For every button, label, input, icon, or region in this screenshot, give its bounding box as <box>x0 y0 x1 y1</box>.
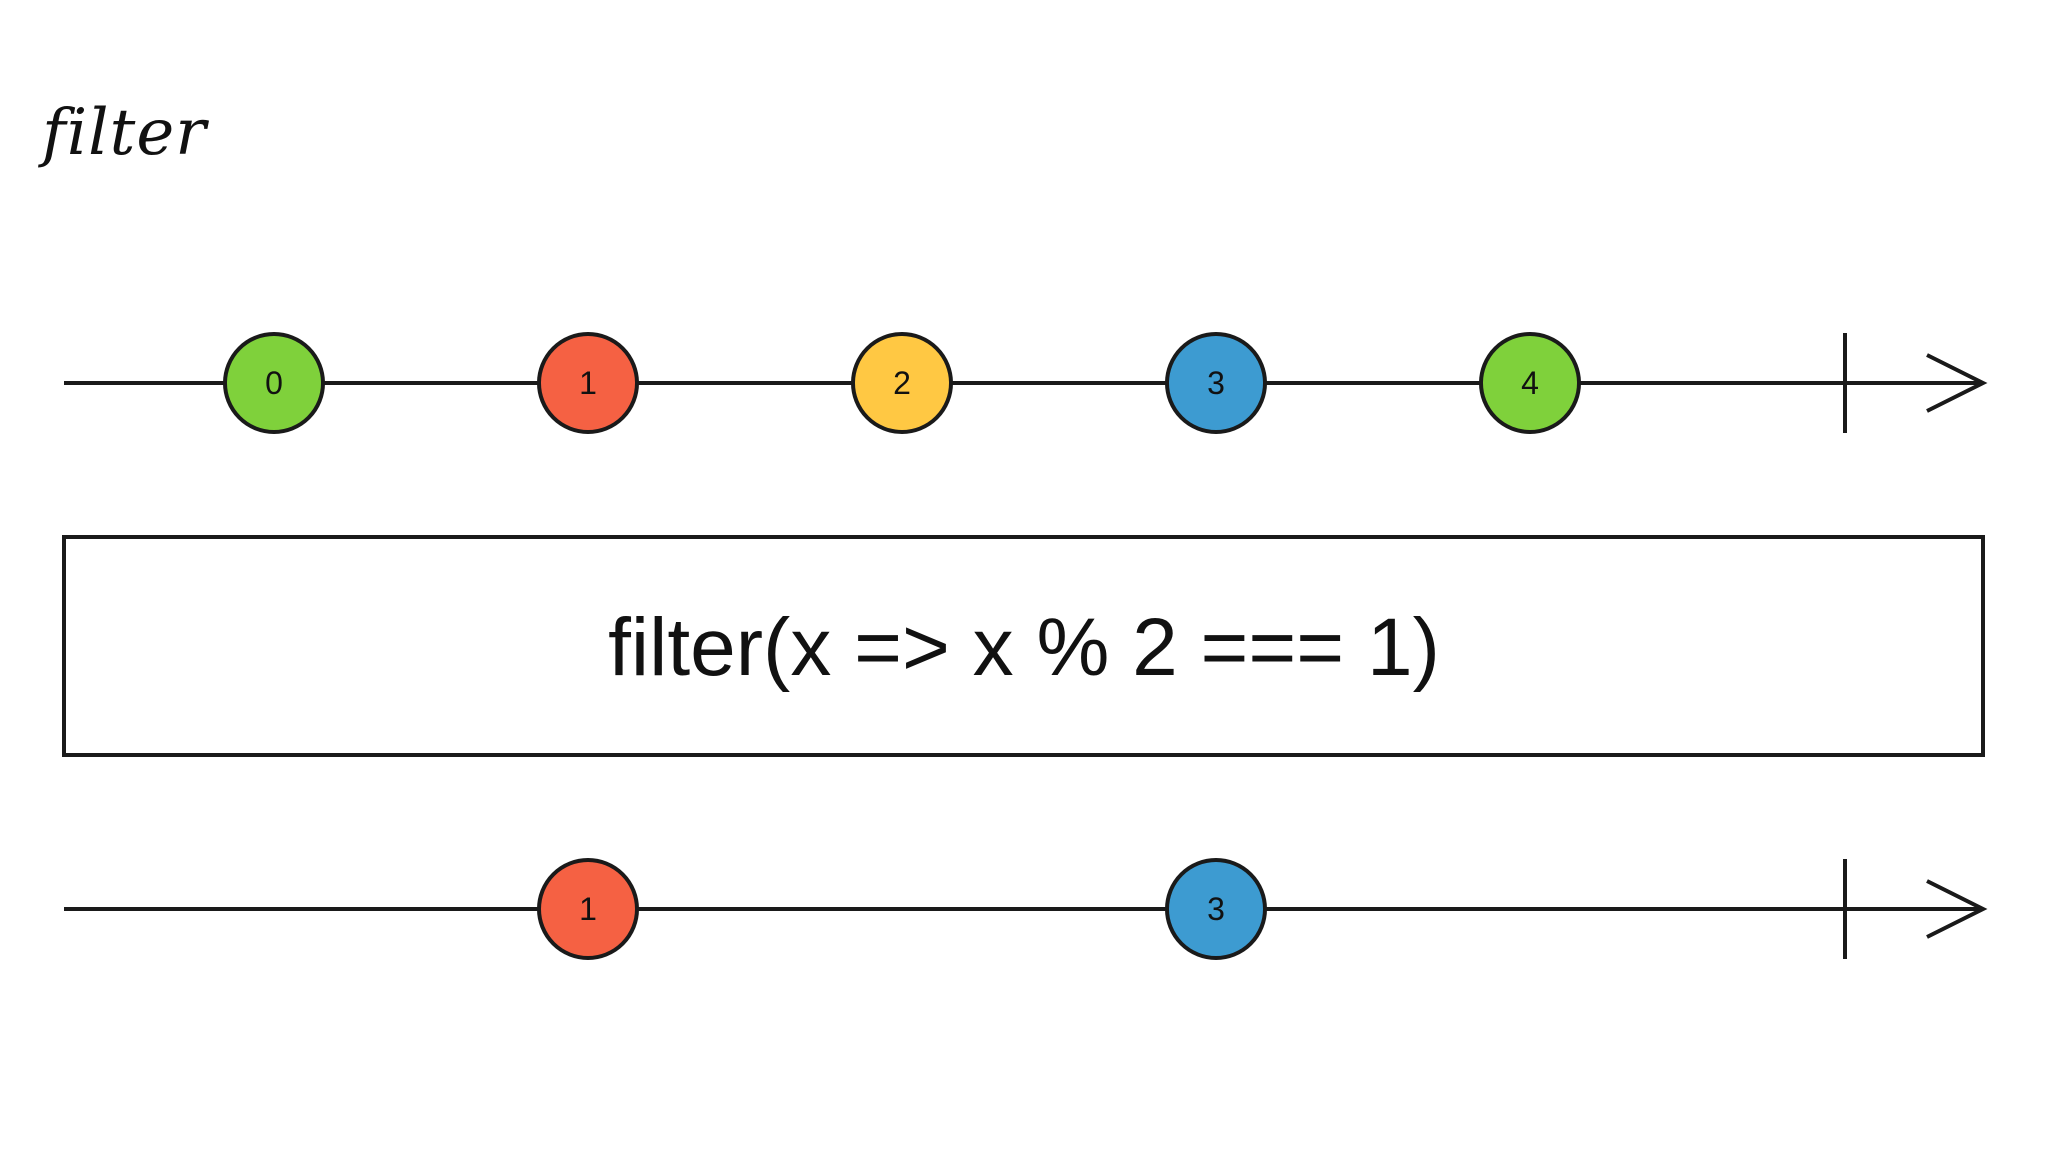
input-marble-circle <box>223 332 325 434</box>
input-marble-label: 2 <box>893 365 911 401</box>
input-marble-label: 1 <box>579 365 597 401</box>
operator-box-frame <box>62 535 1985 757</box>
output-arrowhead-icon <box>1926 879 1988 939</box>
output-marble-label: 1 <box>579 891 597 927</box>
input-marble-circle <box>851 332 953 434</box>
input-marble-0: 0 <box>223 332 325 434</box>
input-arrowhead-icon <box>1926 353 1988 413</box>
input-marble-circle <box>1165 332 1267 434</box>
output-marble-3: 3 <box>1165 858 1267 960</box>
diagram-title: filter <box>42 96 207 170</box>
input-marbles: 0 1 2 3 4 <box>223 332 1581 434</box>
output-marble-circle <box>1165 858 1267 960</box>
output-marble-1: 1 <box>537 858 639 960</box>
input-marble-label: 3 <box>1207 365 1225 401</box>
input-marble-3: 3 <box>1165 332 1267 434</box>
input-marble-circle <box>1479 332 1581 434</box>
output-marble-circle <box>537 858 639 960</box>
input-marble-label: 4 <box>1521 365 1539 401</box>
input-marble-2: 2 <box>851 332 953 434</box>
input-marble-1: 1 <box>537 332 639 434</box>
input-marble-circle <box>537 332 639 434</box>
operator-box: filter(x => x % 2 === 1) <box>62 535 1985 757</box>
input-timeline: 0 1 2 3 4 <box>64 332 1988 434</box>
input-marble-label: 0 <box>265 365 283 401</box>
input-marble-4: 4 <box>1479 332 1581 434</box>
output-marble-label: 3 <box>1207 891 1225 927</box>
operator-label: filter(x => x % 2 === 1) <box>608 602 1440 693</box>
